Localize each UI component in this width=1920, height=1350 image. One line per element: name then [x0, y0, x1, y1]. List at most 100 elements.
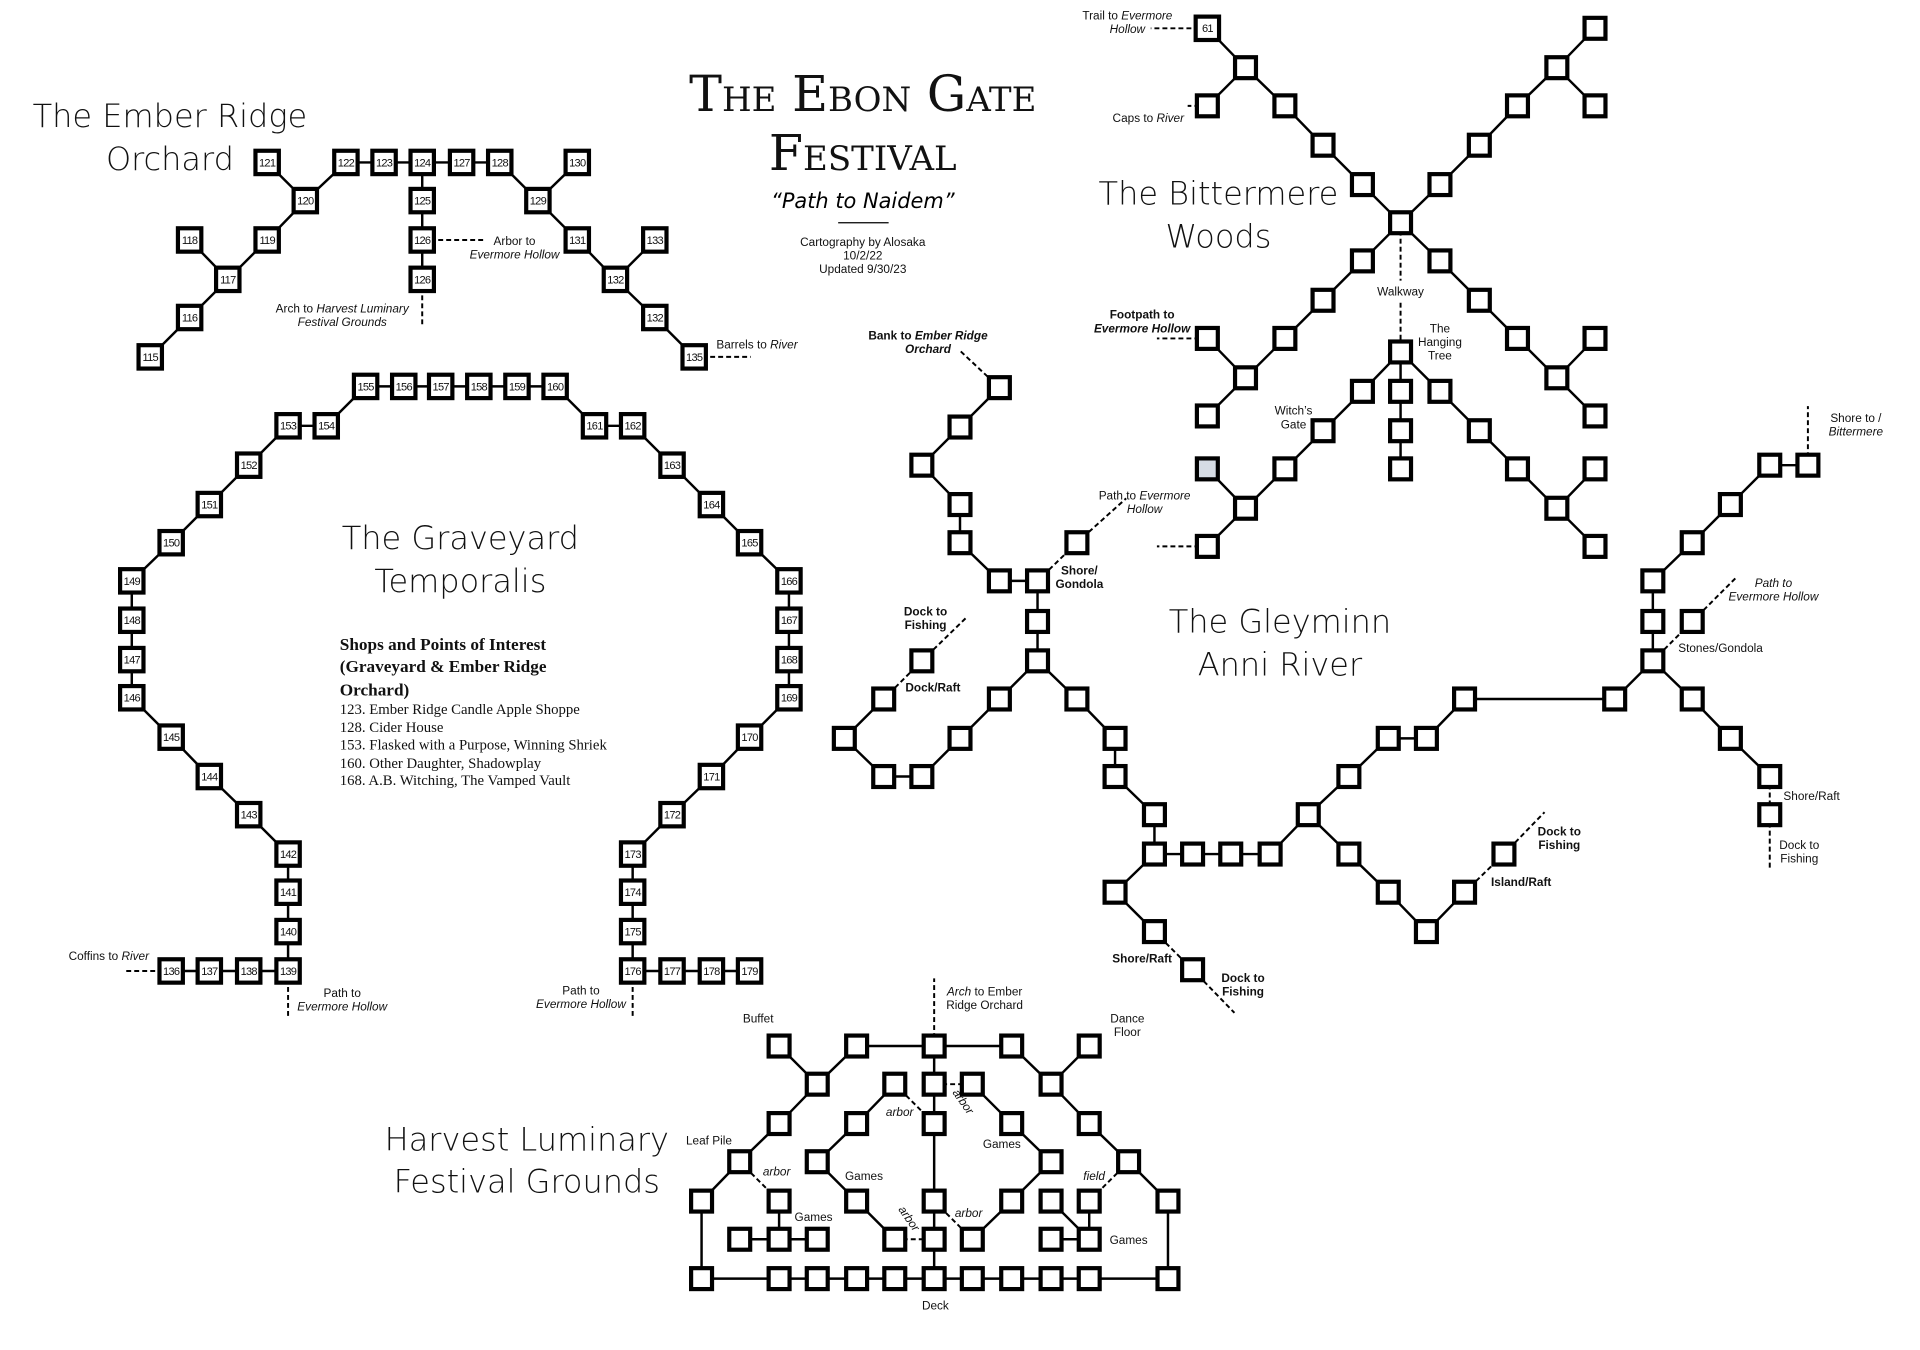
numbered-location-node[interactable] [541, 372, 569, 401]
numbered-location-node[interactable] [234, 957, 263, 985]
location-node[interactable] [1076, 1033, 1102, 1059]
location-node[interactable] [1194, 325, 1220, 351]
location-node[interactable] [844, 1033, 870, 1059]
numbered-location-node[interactable] [601, 265, 630, 294]
numbered-location-node[interactable] [195, 490, 224, 519]
location-node[interactable] [1349, 248, 1375, 274]
location-node[interactable] [1466, 132, 1492, 158]
location-node[interactable] [1640, 648, 1666, 674]
location-node[interactable] [1491, 841, 1517, 867]
location-node[interactable] [947, 530, 973, 556]
location-node[interactable] [1582, 93, 1608, 119]
location-node[interactable] [959, 1266, 985, 1292]
location-node[interactable] [1413, 919, 1439, 945]
location-node[interactable] [1349, 378, 1375, 404]
location-node[interactable] [947, 725, 973, 751]
numbered-location-node[interactable] [580, 412, 609, 440]
numbered-location-node[interactable] [447, 148, 476, 177]
numbered-location-node[interactable] [175, 226, 204, 254]
location-node[interactable] [1024, 568, 1051, 594]
numbered-location-node[interactable] [735, 723, 764, 751]
location-node[interactable] [804, 1149, 830, 1175]
location-node[interactable] [1427, 378, 1453, 404]
numbered-location-node[interactable] [234, 800, 263, 829]
location-node[interactable] [766, 1111, 792, 1137]
location-node[interactable] [1180, 841, 1206, 867]
location-node[interactable] [1155, 1188, 1181, 1214]
location-node[interactable] [959, 1226, 985, 1252]
location-node[interactable] [1102, 763, 1128, 790]
location-node[interactable] [1544, 365, 1570, 391]
numbered-location-node[interactable] [408, 265, 436, 294]
location-node[interactable] [1310, 132, 1336, 158]
numbered-location-node[interactable] [775, 606, 803, 635]
location-node[interactable] [1582, 533, 1608, 559]
location-node[interactable] [1076, 1111, 1102, 1137]
numbered-location-node[interactable] [274, 840, 302, 868]
location-node[interactable] [986, 568, 1012, 594]
location-node[interactable] [921, 1071, 947, 1097]
location-node[interactable] [1038, 1266, 1064, 1292]
location-node[interactable] [1679, 608, 1705, 635]
location-node[interactable] [1602, 686, 1628, 712]
location-node[interactable] [1155, 1266, 1181, 1292]
location-node[interactable] [882, 1226, 908, 1252]
location-node[interactable] [1336, 841, 1362, 867]
location-node[interactable] [1413, 725, 1439, 751]
location-node[interactable] [689, 1266, 715, 1292]
numbered-location-node[interactable] [118, 645, 146, 674]
location-node[interactable] [804, 1226, 830, 1252]
location-node[interactable] [921, 1188, 947, 1214]
numbered-location-node[interactable] [408, 226, 436, 254]
numbered-location-node[interactable] [253, 226, 281, 254]
numbered-location-node[interactable] [118, 606, 146, 635]
location-node[interactable] [1076, 1226, 1102, 1252]
location-node[interactable] [1640, 568, 1666, 594]
numbered-location-node[interactable] [408, 148, 436, 177]
location-node[interactable] [1375, 879, 1401, 905]
location-node[interactable] [1388, 339, 1414, 365]
location-node[interactable] [1180, 957, 1206, 983]
numbered-location-node[interactable] [389, 372, 418, 401]
numbered-location-node[interactable] [563, 226, 592, 254]
location-node[interactable] [1076, 1266, 1102, 1292]
location-node[interactable] [1427, 248, 1453, 274]
location-node[interactable] [1141, 919, 1167, 945]
location-node[interactable] [909, 452, 935, 478]
location-node[interactable] [986, 686, 1012, 712]
location-node[interactable] [1194, 533, 1220, 559]
numbered-location-node[interactable] [351, 372, 380, 401]
numbered-location-node[interactable] [618, 412, 647, 440]
location-node[interactable] [1795, 452, 1821, 478]
location-node[interactable] [921, 1266, 947, 1292]
location-node[interactable] [844, 1111, 870, 1137]
numbered-location-node[interactable] [658, 957, 686, 985]
location-node[interactable] [1757, 452, 1783, 478]
numbered-location-node[interactable] [175, 303, 204, 332]
location-node[interactable] [1757, 802, 1783, 828]
location-node[interactable] [766, 1188, 792, 1214]
location-node[interactable] [1504, 456, 1531, 482]
location-node[interactable] [1582, 325, 1608, 351]
location-node[interactable] [871, 763, 897, 790]
location-node[interactable] [1336, 763, 1362, 790]
numbered-location-node[interactable] [118, 683, 146, 712]
location-node[interactable] [1388, 456, 1414, 482]
numbered-location-node[interactable] [485, 148, 514, 177]
numbered-location-node[interactable] [195, 957, 224, 985]
location-node[interactable] [1717, 492, 1743, 518]
location-node[interactable] [1679, 530, 1705, 556]
location-node[interactable] [1295, 802, 1321, 828]
location-node[interactable] [909, 648, 935, 674]
numbered-location-node[interactable] [332, 148, 360, 177]
location-node[interactable] [1582, 15, 1608, 41]
location-node[interactable] [1064, 530, 1090, 556]
location-node[interactable] [1141, 841, 1167, 867]
numbered-location-node[interactable] [370, 148, 398, 177]
numbered-location-node[interactable] [735, 957, 764, 985]
location-node[interactable] [921, 1033, 947, 1059]
location-node[interactable] [959, 1071, 985, 1097]
numbered-location-node[interactable] [618, 878, 647, 906]
location-node[interactable] [882, 1071, 908, 1097]
location-node[interactable] [1310, 287, 1336, 313]
